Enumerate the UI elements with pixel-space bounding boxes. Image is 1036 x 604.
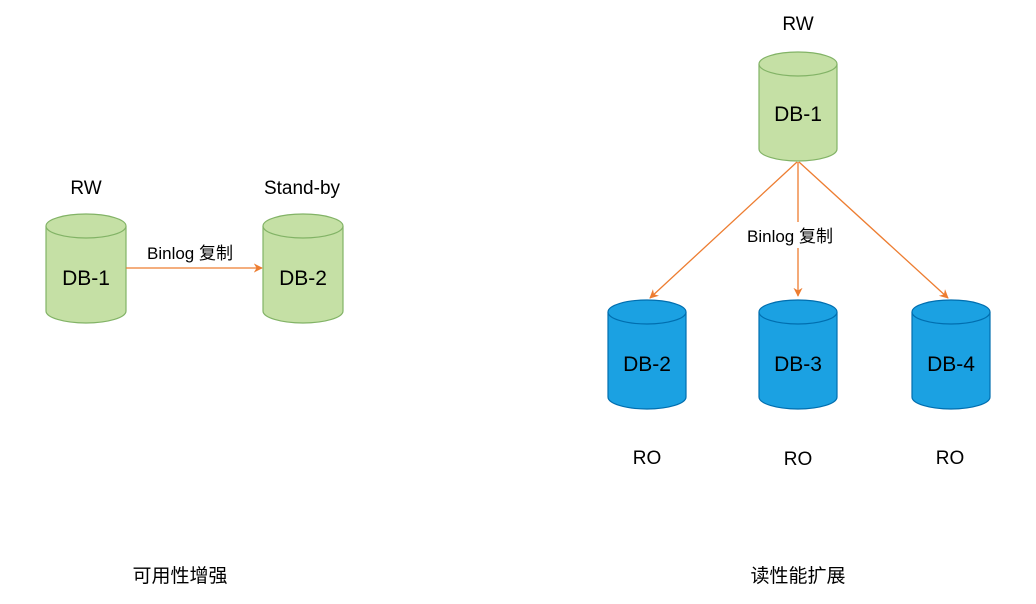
cylinder-db-1-left: DB-1 — [45, 213, 127, 324]
cylinder-db-2-left: DB-2 — [262, 213, 344, 324]
cylinder-db-1-right: DB-1 — [758, 51, 838, 162]
role-label-rw-right: RW — [782, 14, 813, 35]
availability-section: RW Stand-by DB-1 DB-2 Binlog 复制 可用性增强 — [45, 178, 344, 587]
replication-arrow-to-db-4 — [798, 161, 949, 299]
edge-label-left: Binlog 复制 — [147, 244, 233, 263]
edge-label-right: Binlog 复制 — [747, 227, 833, 246]
cylinder-label: DB-2 — [623, 353, 671, 376]
role-label-standby: Stand-by — [264, 178, 341, 199]
read-scaling-section: RW DB-1 Binlog 复制 DB-2 DB-3 DB-4 RO RO — [607, 14, 991, 587]
cylinder-label: DB-4 — [927, 353, 975, 376]
role-label-ro-db-2: RO — [633, 448, 662, 469]
role-label-ro-db-4: RO — [936, 448, 965, 469]
cylinder-label: DB-1 — [774, 103, 822, 126]
cylinder-label: DB-1 — [62, 267, 110, 290]
caption-read-scaling: 读性能扩展 — [750, 565, 845, 587]
role-label-ro-db-3: RO — [784, 449, 813, 470]
cylinder-label: DB-3 — [774, 353, 822, 376]
replication-arrow-to-db-2 — [649, 161, 798, 299]
cylinder-db-2-right: DB-2 — [607, 299, 687, 410]
role-label-rw-left: RW — [70, 178, 101, 199]
cylinder-db-3-right: DB-3 — [758, 299, 838, 410]
cylinder-label: DB-2 — [279, 267, 327, 290]
caption-availability: 可用性增强 — [132, 565, 227, 587]
cylinder-db-4-right: DB-4 — [911, 299, 991, 410]
